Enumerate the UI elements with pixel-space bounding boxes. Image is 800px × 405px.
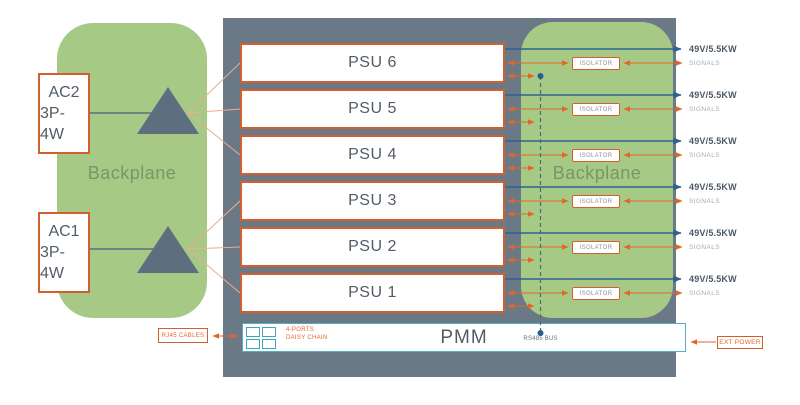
- psu-3-label: PSU 3: [348, 192, 397, 209]
- rj45-port-icon: [246, 327, 260, 337]
- isolator-box-6: ISOLATOR: [572, 287, 620, 300]
- signals-label-1: SIGNALS: [689, 60, 720, 67]
- right-backplane-label: Backplane: [552, 163, 642, 183]
- pmm-box: PMM: [242, 323, 686, 352]
- ports-label-line2: DAISY CHAIN: [286, 335, 328, 341]
- psu-2-label: PSU 2: [348, 238, 397, 255]
- psu-5-box: PSU 5: [240, 89, 505, 129]
- rj45-port-icon: [262, 327, 276, 337]
- ac1-input-box: AC1 3P-4W: [38, 212, 90, 293]
- ac2-input-box: AC2 3P-4W: [38, 73, 90, 154]
- psu-1-box: PSU 1: [240, 273, 505, 313]
- psu-4-label: PSU 4: [348, 146, 397, 163]
- psu-3-box: PSU 3: [240, 181, 505, 221]
- power-output-label-3: 49V/5.5KW: [689, 136, 737, 146]
- signals-label-4: SIGNALS: [689, 198, 720, 205]
- pmm-label: PMM: [440, 327, 488, 348]
- signals-label-3: SIGNALS: [689, 152, 720, 159]
- ports-label-line1: 4-PORTS: [286, 327, 314, 333]
- power-output-label-2: 49V/5.5KW: [689, 90, 737, 100]
- power-output-label-6: 49V/5.5KW: [689, 274, 737, 284]
- rj45-port-icon: [246, 339, 260, 349]
- ac1-type: 3P-4W: [40, 244, 65, 282]
- rj45-cables-tag: RJ45 CABLES: [158, 328, 208, 343]
- ac1-name: AC1: [48, 223, 80, 240]
- power-output-label-1: 49V/5.5KW: [689, 44, 737, 54]
- isolator-box-4: ISOLATOR: [572, 195, 620, 208]
- power-output-label-4: 49V/5.5KW: [689, 182, 737, 192]
- power-output-label-5: 49V/5.5KW: [689, 228, 737, 238]
- signals-label-2: SIGNALS: [689, 106, 720, 113]
- psu-2-box: PSU 2: [240, 227, 505, 267]
- rs485-bus-label: RS485 BUS: [523, 336, 558, 342]
- isolator-box-5: ISOLATOR: [572, 241, 620, 254]
- psu-6-label: PSU 6: [348, 54, 397, 71]
- psu-5-label: PSU 5: [348, 100, 397, 117]
- signals-label-6: SIGNALS: [689, 290, 720, 297]
- psu-6-box: PSU 6: [240, 43, 505, 83]
- isolator-box-2: ISOLATOR: [572, 103, 620, 116]
- psu-1-label: PSU 1: [348, 284, 397, 301]
- isolator-box-1: ISOLATOR: [572, 57, 620, 70]
- ac2-name: AC2: [48, 84, 80, 101]
- signals-label-5: SIGNALS: [689, 244, 720, 251]
- psu-4-box: PSU 4: [240, 135, 505, 175]
- isolator-box-3: ISOLATOR: [572, 149, 620, 162]
- ac2-type: 3P-4W: [40, 105, 65, 143]
- rj45-port-icon: [262, 339, 276, 349]
- ext-power-tag: EXT POWER: [717, 336, 763, 349]
- right-backplane: Backplane: [521, 22, 673, 318]
- left-backplane-label: Backplane: [87, 163, 177, 183]
